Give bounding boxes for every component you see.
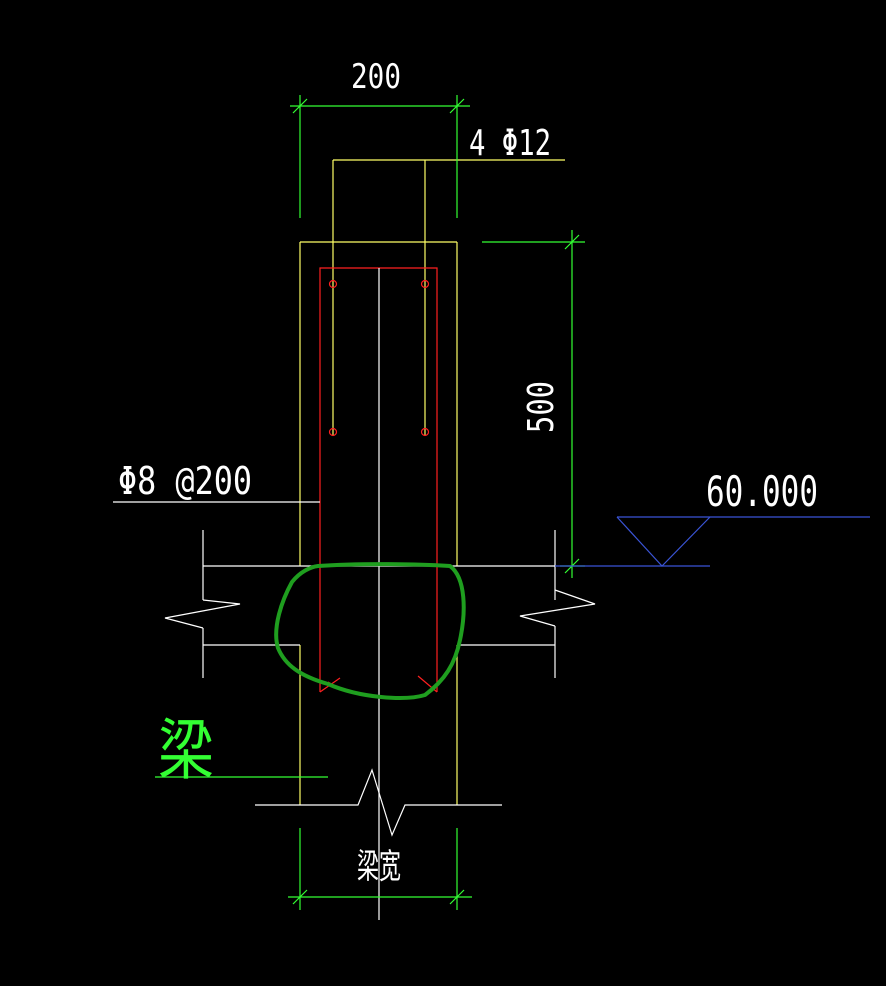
elevation-marker [555,516,870,567]
beam-label: 梁 [158,712,214,789]
rebar-dot [328,427,338,437]
rebar-main-label: 4 Φ12 [469,123,551,164]
structure-lines [113,268,596,920]
elevation-label: 60.000 [706,467,818,516]
column-outline [299,159,565,805]
dimension-bottom-width-label: 梁宽 [357,847,401,887]
highlight-loop [274,562,466,700]
dimension-lines [155,95,585,910]
stirrup-label: Φ8 @200 [118,459,252,503]
rebar-dot [420,279,430,289]
dimension-height-label: 500 [521,381,562,433]
rebar-dot [420,427,430,437]
rebar-dot [328,279,338,289]
dimension-top-width-label: 200 [351,57,401,97]
